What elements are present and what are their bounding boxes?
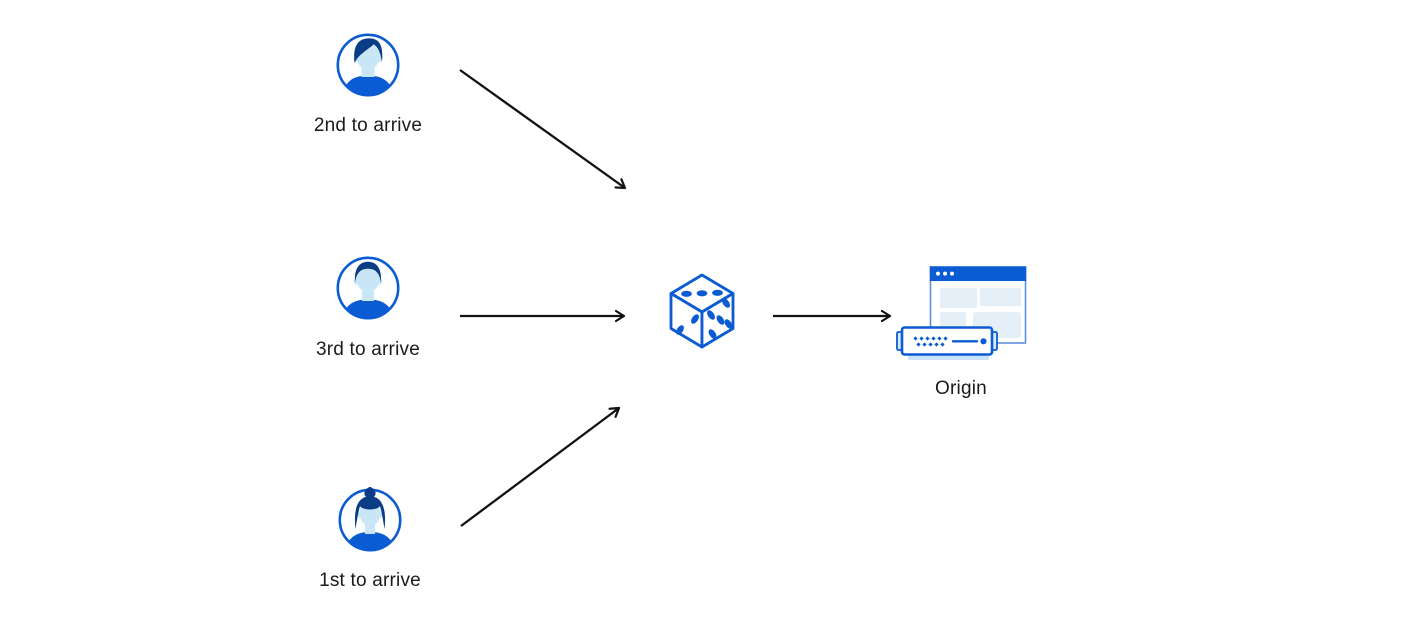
node-randomizer xyxy=(667,272,737,350)
arrow-visitor-first-to-randomizer xyxy=(460,406,621,527)
node-visitor-first: 1st to arrive xyxy=(290,487,450,592)
node-label: Origin xyxy=(935,378,987,399)
user-avatar-man-crop-icon xyxy=(336,256,400,320)
arrow-visitor-second-to-randomizer xyxy=(459,69,627,190)
node-label: 2nd to arrive xyxy=(313,115,423,136)
origin-server-browser-icon xyxy=(896,266,1027,360)
server-icon xyxy=(896,326,998,360)
node-origin: Origin xyxy=(881,266,1041,400)
node-visitor-second: 2nd to arrive xyxy=(288,32,448,137)
node-label: 3rd to arrive xyxy=(316,339,420,360)
user-avatar-woman-bun-icon xyxy=(338,487,402,552)
user-avatar-man-quiff-icon xyxy=(336,33,400,97)
node-label: 1st to arrive xyxy=(319,570,421,591)
node-visitor-third: 3rd to arrive xyxy=(288,255,448,361)
dice-icon xyxy=(669,273,735,349)
